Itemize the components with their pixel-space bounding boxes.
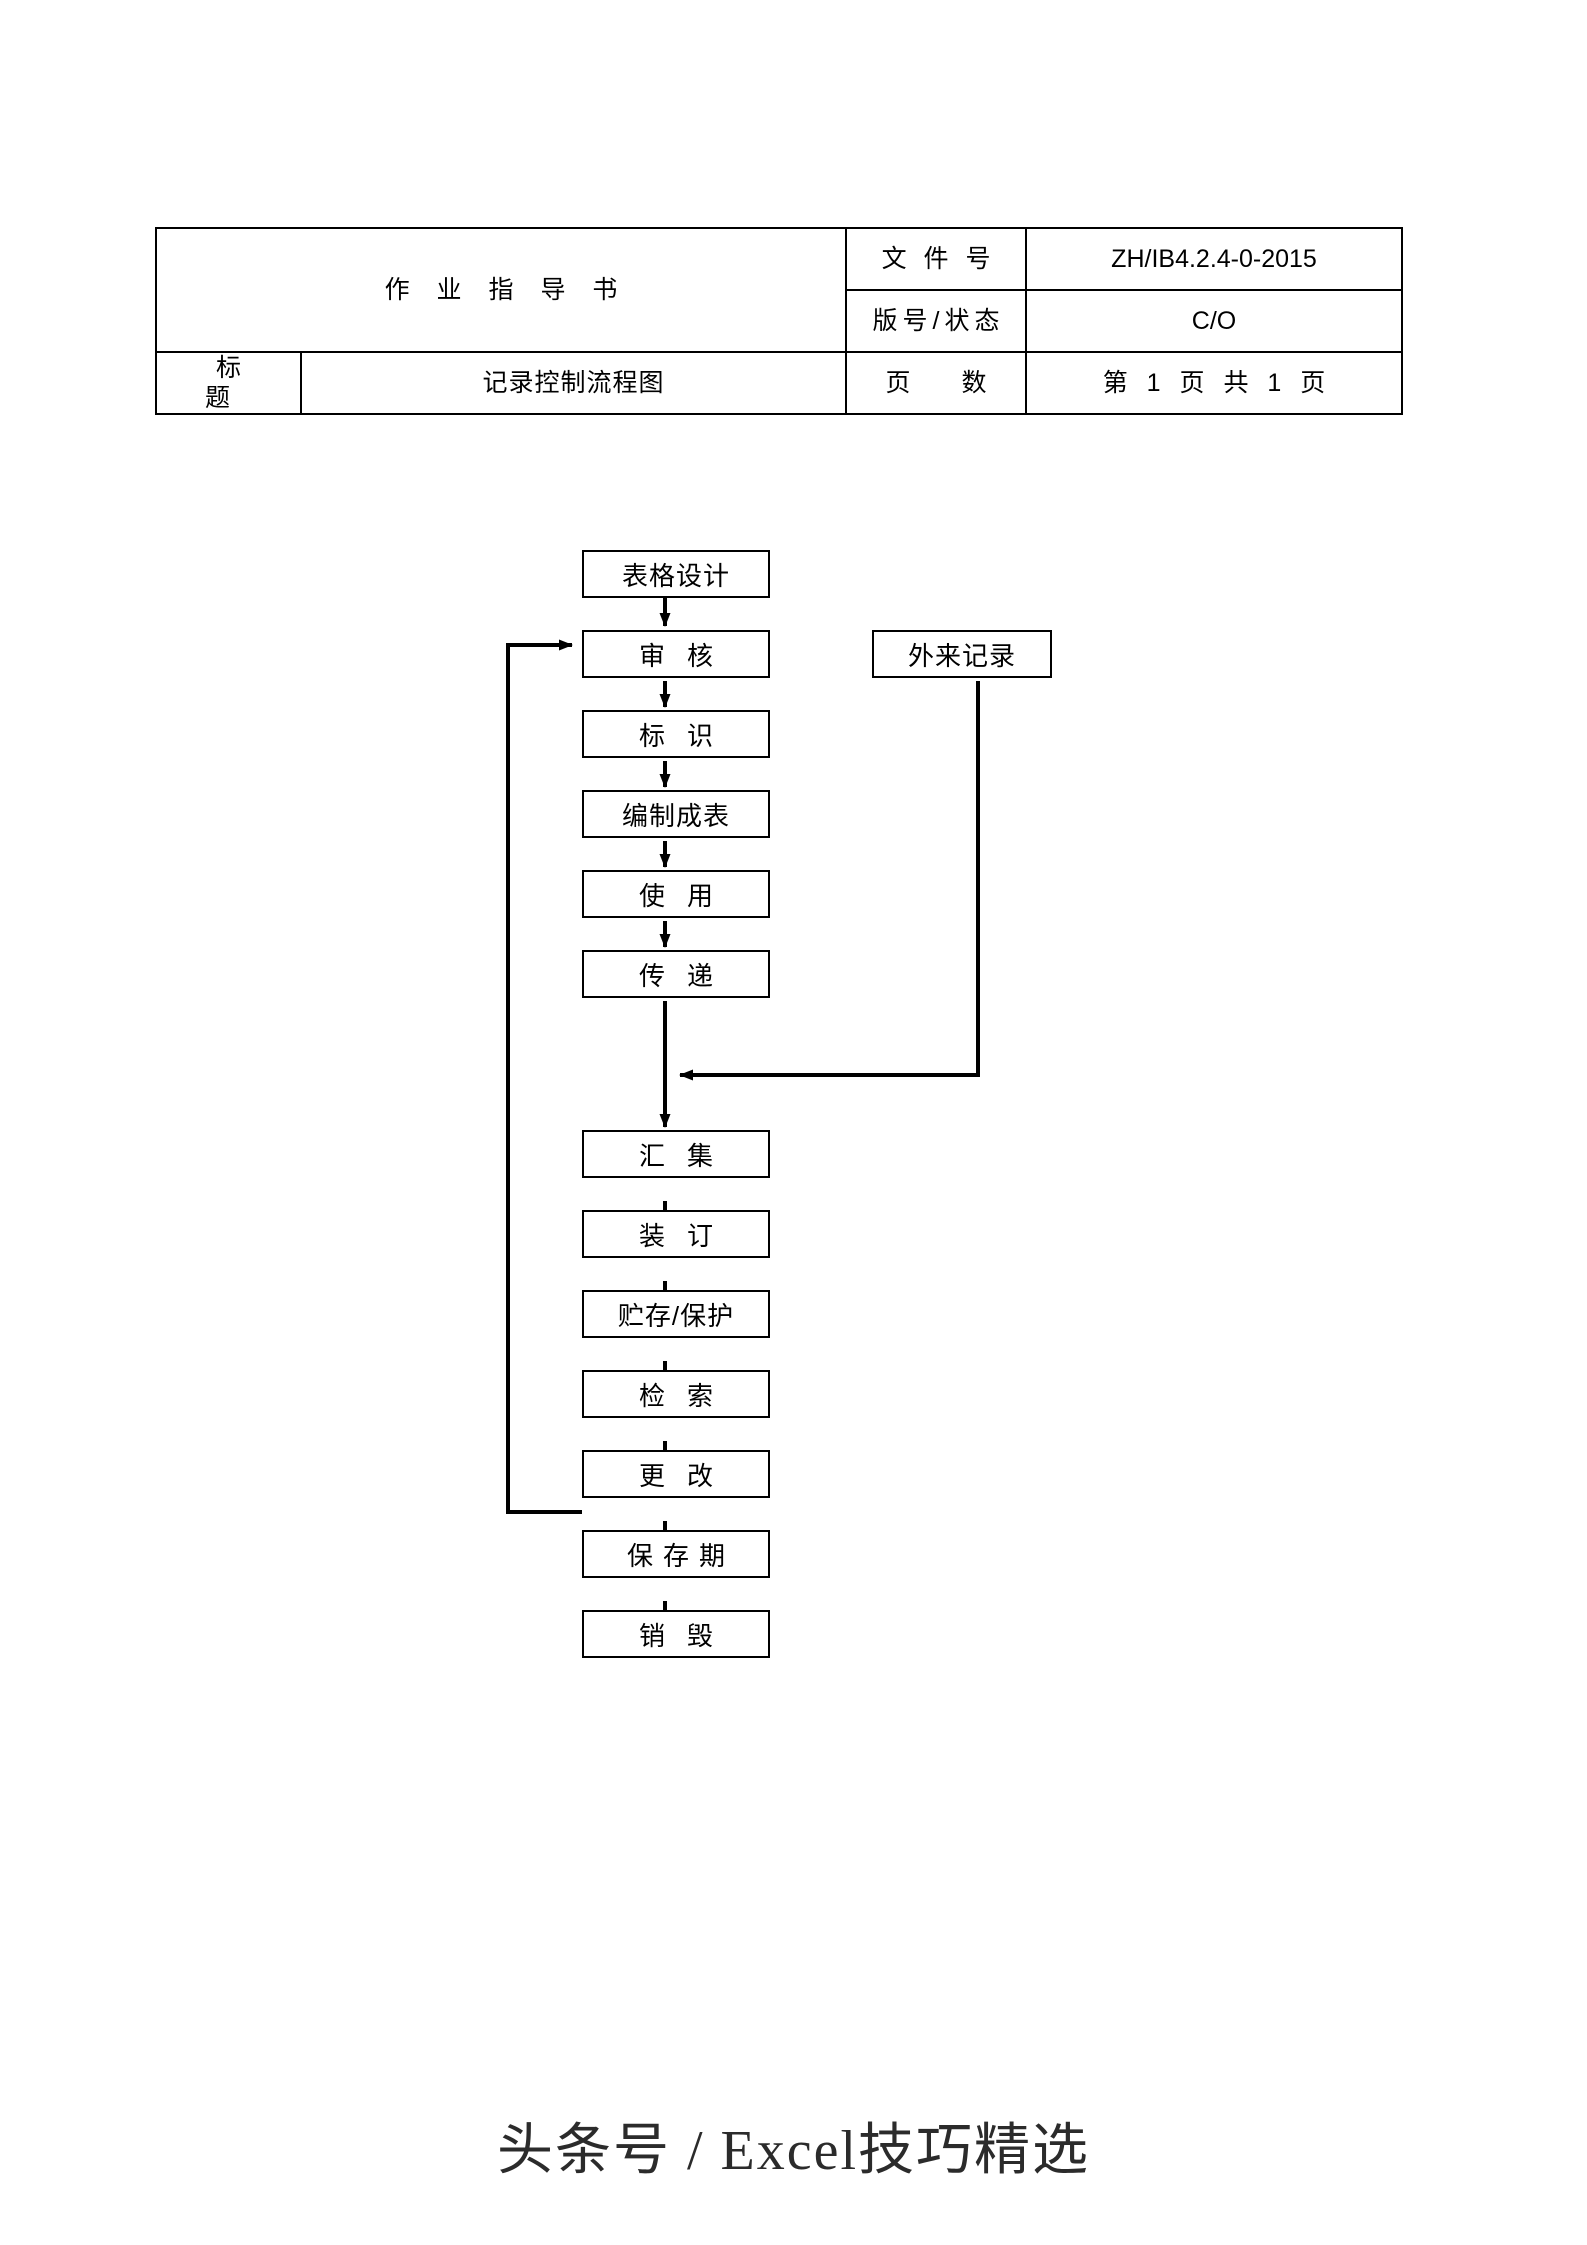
- doc-number-label: 文 件 号: [845, 227, 1028, 291]
- flow-node-destroy[interactable]: 销毁: [582, 1610, 770, 1658]
- title-label: 标 题: [155, 351, 302, 415]
- page-count-value: 第 1 页 共 1 页: [1025, 351, 1404, 415]
- document-header-table: 作 业 指 导 书 文 件 号 ZH/IB4.2.4-0-2015 版号/状态 …: [154, 227, 1404, 415]
- feedback-loop-modify-to-review: [506, 639, 582, 1514]
- table-row: 版号/状态 C/O: [156, 289, 1404, 353]
- flow-node-review[interactable]: 审核: [582, 630, 770, 678]
- watermark-text: 头条号 / Excel技巧精选: [496, 2120, 1091, 2182]
- flow-node-identify[interactable]: 标识: [582, 710, 770, 758]
- table-row: 标 题 记录控制流程图 页 数 第 1 页 共 1 页: [155, 351, 1404, 415]
- flow-node-compile-form[interactable]: 编制成表: [582, 790, 770, 838]
- flow-node-retrieve[interactable]: 检索: [582, 1370, 770, 1418]
- flow-node-store-protect[interactable]: 贮存/保护: [582, 1290, 770, 1338]
- doc-number-value: ZH/IB4.2.4-0-2015: [1025, 227, 1404, 291]
- flow-node-collect[interactable]: 汇集: [582, 1130, 770, 1178]
- flow-node-use[interactable]: 使用: [582, 870, 770, 918]
- flow-node-retention-period[interactable]: 保存期: [582, 1530, 770, 1578]
- table-row: 作 业 指 导 书 文 件 号 ZH/IB4.2.4-0-2015: [154, 227, 1404, 353]
- flow-node-transfer[interactable]: 传递: [582, 950, 770, 998]
- version-status-value: C/O: [1025, 289, 1404, 353]
- flow-node-bind[interactable]: 装订: [582, 1210, 770, 1258]
- flow-node-external-record[interactable]: 外来记录: [872, 630, 1052, 678]
- document-type-title: 作 业 指 导 书: [154, 227, 848, 353]
- flow-node-form-design[interactable]: 表格设计: [582, 550, 770, 598]
- title-value: 记录控制流程图: [299, 351, 848, 415]
- flow-node-modify[interactable]: 更改: [582, 1450, 770, 1498]
- version-status-label: 版号/状态: [845, 289, 1028, 353]
- page-count-label: 页 数: [845, 351, 1028, 415]
